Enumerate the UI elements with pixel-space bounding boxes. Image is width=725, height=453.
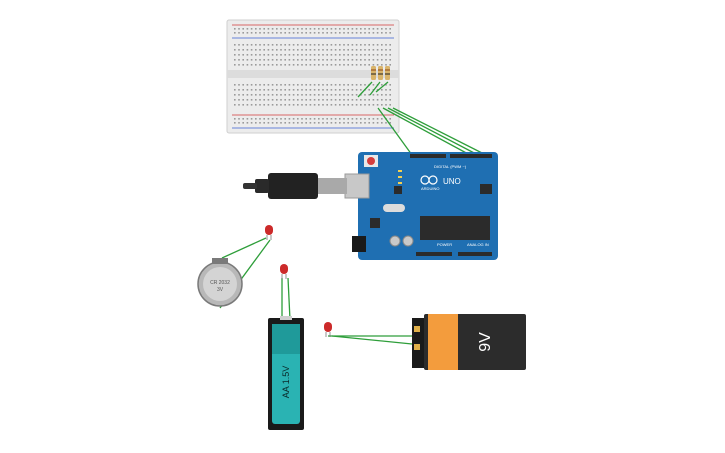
arduino-uno[interactable]: DIGITAL (PWM ~) ARDUINO UNO POWER ANALOG…: [352, 152, 498, 260]
icsp-header: [480, 184, 492, 194]
resistor[interactable]: [385, 66, 390, 80]
wire[interactable]: [357, 81, 373, 98]
power-label: POWER: [437, 242, 452, 247]
usb-port[interactable]: [344, 173, 370, 199]
wire[interactable]: [369, 81, 381, 96]
breadboard[interactable]: [226, 19, 400, 134]
wire[interactable]: [382, 107, 471, 156]
usb-strain-relief: [255, 179, 269, 193]
aa-battery-label: AA 1.5V: [281, 366, 291, 399]
board-led: [398, 182, 402, 184]
nine-volt-terminal: [414, 326, 420, 332]
power-header[interactable]: [416, 252, 452, 256]
wire[interactable]: [221, 237, 267, 259]
led-2[interactable]: [280, 264, 288, 279]
nine-volt-band: [428, 314, 458, 370]
arduino-logo-icon: [420, 175, 438, 185]
reset-button-cap[interactable]: [367, 157, 375, 165]
led-3[interactable]: [324, 322, 332, 337]
resistor-group[interactable]: [371, 66, 390, 80]
model-label: UNO: [443, 177, 461, 186]
usb-plug-metal: [317, 178, 347, 194]
brand-label: ARDUINO: [421, 186, 439, 191]
digital-header-right[interactable]: [450, 154, 492, 158]
usb-cable-end: [243, 183, 257, 189]
atmega-chip: [420, 216, 490, 240]
analog-label: ANALOG IN: [467, 242, 489, 247]
usb-cable[interactable]: [243, 173, 370, 199]
analog-header[interactable]: [458, 252, 492, 256]
capacitor: [389, 235, 401, 247]
power-jack[interactable]: [352, 236, 366, 252]
wire[interactable]: [377, 107, 413, 156]
wire[interactable]: [387, 107, 479, 156]
digital-label: DIGITAL (PWM ~): [434, 164, 467, 169]
board-led: [398, 170, 402, 172]
aa-terminal: [280, 316, 292, 320]
nine-volt-battery[interactable]: 9V: [412, 314, 526, 370]
wire[interactable]: [392, 107, 487, 156]
voltage-regulator: [370, 218, 380, 228]
digital-header-left[interactable]: [410, 154, 446, 158]
crystal: [383, 204, 405, 212]
coin-cell-tab: [212, 258, 228, 264]
coin-cell-voltage: 3V: [217, 287, 224, 293]
usb-chip: [394, 186, 402, 194]
usb-plug-body: [268, 173, 318, 199]
led-1[interactable]: [265, 225, 273, 240]
aa-battery-holder[interactable]: AA 1.5V: [268, 316, 304, 430]
nine-volt-terminal: [414, 344, 420, 350]
coin-cell-battery[interactable]: CR 2032 3V: [197, 258, 243, 307]
resistor[interactable]: [371, 66, 376, 80]
capacitor: [402, 235, 414, 247]
resistor[interactable]: [378, 66, 383, 80]
wire[interactable]: [287, 277, 291, 321]
center-channel: [227, 70, 399, 78]
board-led: [398, 176, 402, 178]
nine-volt-label: 9V: [477, 332, 494, 352]
wire[interactable]: [331, 335, 413, 345]
coin-cell-label: CR 2032: [210, 280, 230, 286]
wire[interactable]: [375, 81, 389, 93]
